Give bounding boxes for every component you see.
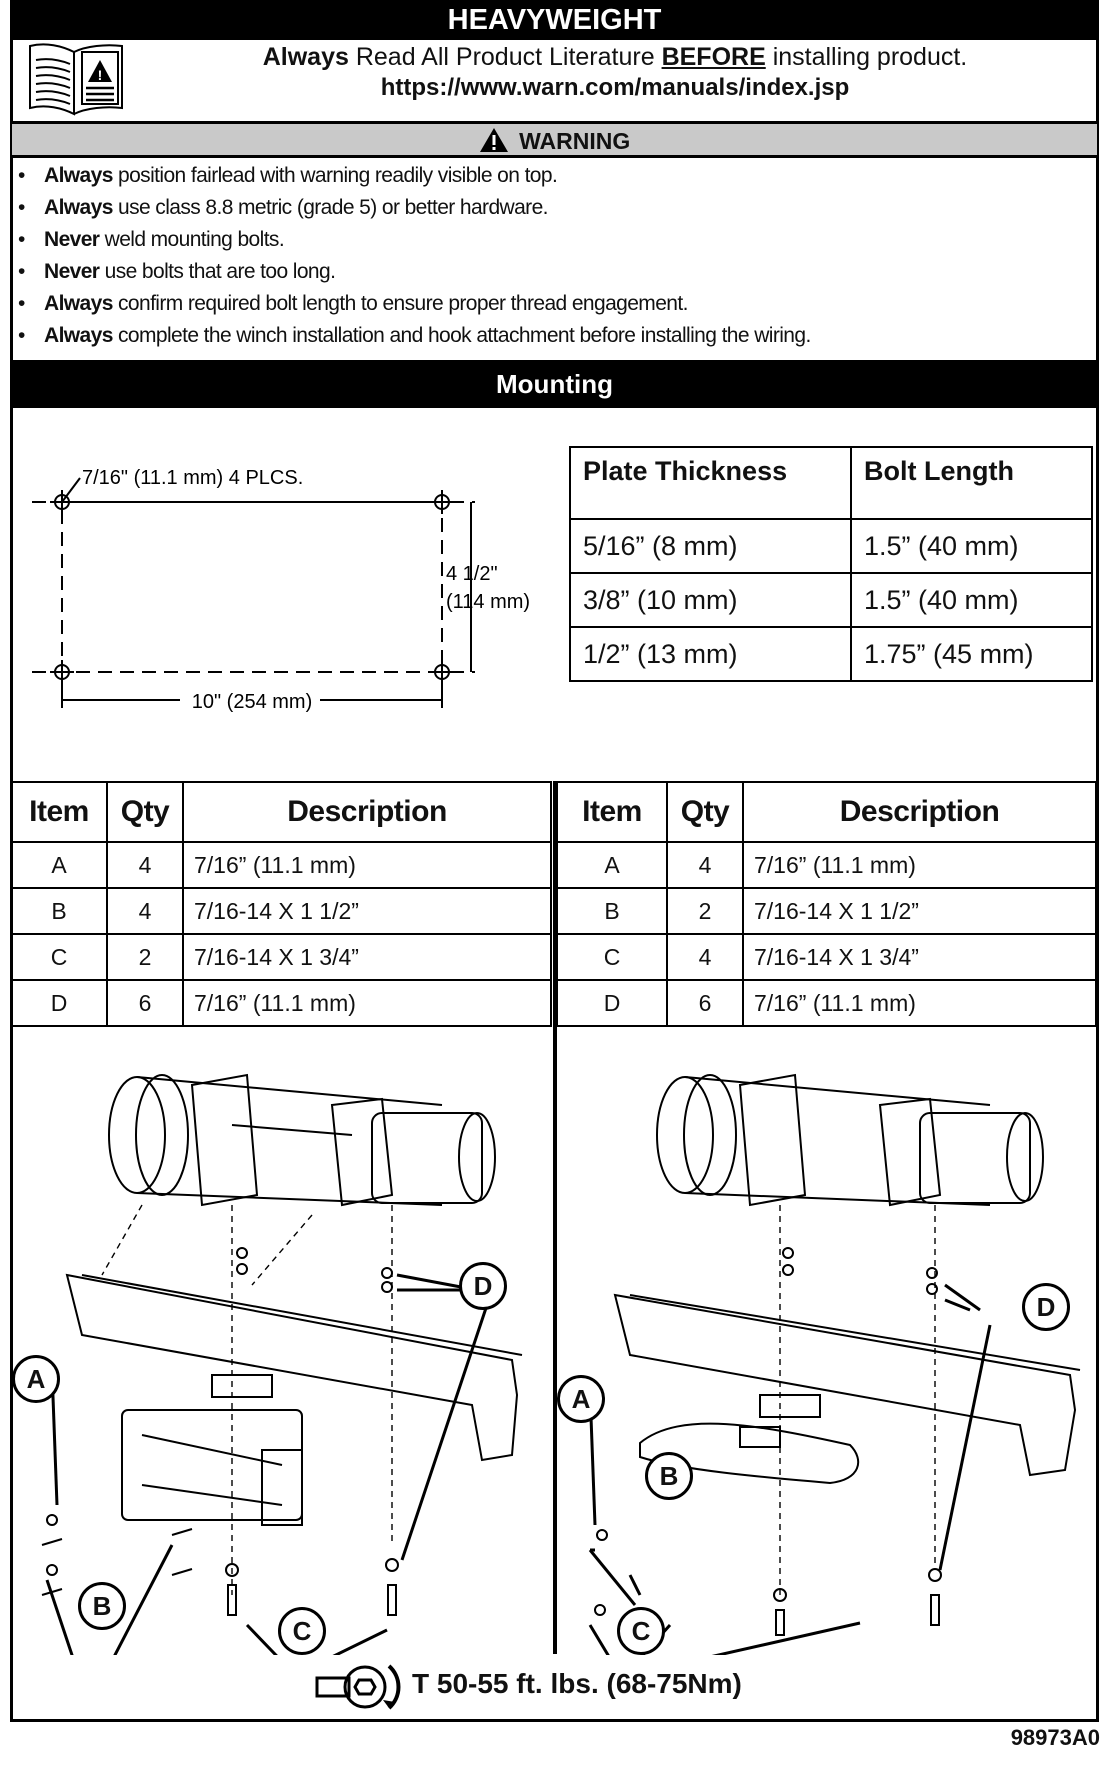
mounting-hole-diagram: 7/16" (11.1 mm) 4 PLCS. 4 1/2" (114 mm) … xyxy=(32,467,530,713)
table-cell: 1.5” (40 mm) xyxy=(850,572,1093,628)
notice-end: installing product. xyxy=(765,43,968,71)
table-cell: 7/16” (11.1 mm) xyxy=(182,841,552,889)
warning-item: •Always complete the winch installation … xyxy=(18,324,811,347)
qty-header: Qty xyxy=(106,781,184,843)
table-cell: D xyxy=(10,979,108,1027)
warning-item: •Always confirm required bolt length to … xyxy=(18,292,688,315)
manual-book-icon: ! xyxy=(29,43,123,116)
warning-item: •Always position fairlead with warning r… xyxy=(18,164,558,187)
notice-before: BEFORE xyxy=(661,43,766,71)
torque-wrench-icon xyxy=(315,1664,401,1710)
table-cell: 1/2” (13 mm) xyxy=(569,626,852,682)
table-cell: 7/16” (11.1 mm) xyxy=(742,841,1097,889)
title-bar: HEAVYWEIGHT xyxy=(10,0,1099,40)
item-header: Item xyxy=(556,781,668,843)
warning-item: •Never use bolts that are too long. xyxy=(18,260,336,283)
document-code: 98973A0 xyxy=(1010,1725,1100,1750)
callout-c-left: C xyxy=(278,1607,326,1655)
plate-thickness-header: Plate Thickness xyxy=(569,446,852,520)
table-cell: 3/8” (10 mm) xyxy=(569,572,852,628)
page-title: HEAVYWEIGHT xyxy=(447,4,662,36)
table-header-row: Item Qty Description xyxy=(10,781,552,843)
description-header: Description xyxy=(182,781,552,843)
callout-b-left: B xyxy=(78,1582,126,1630)
manuals-url[interactable]: https://www.warn.com/manuals/index.jsp xyxy=(380,74,850,101)
table-cell: 6 xyxy=(106,979,184,1027)
description-header: Description xyxy=(742,781,1097,843)
table-cell: D xyxy=(556,979,668,1027)
notice-text: Read All Product Literature xyxy=(348,43,662,71)
table-cell: C xyxy=(556,933,668,981)
table-cell: C xyxy=(10,933,108,981)
table-cell: B xyxy=(10,887,108,935)
table-cell: 1.75” (45 mm) xyxy=(850,626,1093,682)
callout-b-right: B xyxy=(645,1452,693,1500)
table-cell: A xyxy=(10,841,108,889)
warning-item: •Never weld mounting bolts. xyxy=(18,228,285,251)
warning-list: •Always position fairlead with warning r… xyxy=(14,160,1094,352)
warning-title: WARNING xyxy=(519,128,631,154)
center-divider xyxy=(553,781,557,1654)
table-cell: 2 xyxy=(106,933,184,981)
table-cell: 7/16” (11.1 mm) xyxy=(742,979,1097,1027)
table-cell: A xyxy=(556,841,668,889)
table-cell: 4 xyxy=(106,887,184,935)
qty-header: Qty xyxy=(666,781,744,843)
table-cell: 7/16-14 X 1 1/2” xyxy=(742,887,1097,935)
table-row: 1/2” (13 mm)1.75” (45 mm) xyxy=(569,626,1093,682)
svg-text:!: ! xyxy=(98,67,103,83)
callout-d-right: D xyxy=(1022,1283,1070,1331)
warning-bar: WARNING xyxy=(12,121,1097,158)
table-cell: 5/16” (8 mm) xyxy=(569,518,852,574)
table-cell: 7/16-14 X 1 1/2” xyxy=(182,887,552,935)
bolt-length-header: Bolt Length xyxy=(850,446,1093,520)
hole-size-label: 7/16" (11.1 mm) 4 PLCS. xyxy=(82,467,303,489)
table-cell: 4 xyxy=(666,841,744,889)
table-cell: 7/16-14 X 1 3/4” xyxy=(742,933,1097,981)
table-cell: 1.5” (40 mm) xyxy=(850,518,1093,574)
winch-assembly-hawse-fairlead-illustration xyxy=(588,1073,1081,1655)
mounting-title: Mounting xyxy=(496,369,613,399)
width-label: 10" (254 mm) xyxy=(192,691,312,713)
table-row: 3/8” (10 mm)1.5” (40 mm) xyxy=(569,572,1093,628)
table-header-row: Plate Thickness Bolt Length xyxy=(569,446,1093,520)
torque-spec: T 50-55 ft. lbs. (68-75Nm) xyxy=(412,1668,742,1699)
warning-triangle-icon xyxy=(479,128,508,152)
height-label-2: (114 mm) xyxy=(446,591,530,613)
table-cell: 4 xyxy=(106,841,184,889)
table-cell: 7/16-14 X 1 3/4” xyxy=(182,933,552,981)
table-cell: 6 xyxy=(666,979,744,1027)
table-cell: 7/16” (11.1 mm) xyxy=(182,979,552,1027)
table-header-row: Item Qty Description xyxy=(556,781,1097,843)
callout-a-left: A xyxy=(12,1355,60,1403)
table-cell: 4 xyxy=(666,933,744,981)
literature-notice: Always Read All Product Literature BEFOR… xyxy=(140,42,1090,72)
mounting-bar: Mounting xyxy=(10,360,1099,408)
callout-d-left: D xyxy=(459,1262,507,1310)
winch-assembly-roller-fairlead-illustration xyxy=(41,1073,523,1655)
bolt-length-table: Plate Thickness Bolt Length 5/16” (8 mm)… xyxy=(569,446,1093,682)
warning-item: •Always use class 8.8 metric (grade 5) o… xyxy=(18,196,548,219)
table-cell: 2 xyxy=(666,887,744,935)
table-cell: B xyxy=(556,887,668,935)
callout-a-right: A xyxy=(557,1375,605,1423)
notice-always: Always xyxy=(262,43,349,71)
callout-c-right: C xyxy=(617,1607,665,1655)
height-label-1: 4 1/2" xyxy=(446,563,498,585)
table-row: 5/16” (8 mm)1.5” (40 mm) xyxy=(569,518,1093,574)
item-header: Item xyxy=(10,781,108,843)
